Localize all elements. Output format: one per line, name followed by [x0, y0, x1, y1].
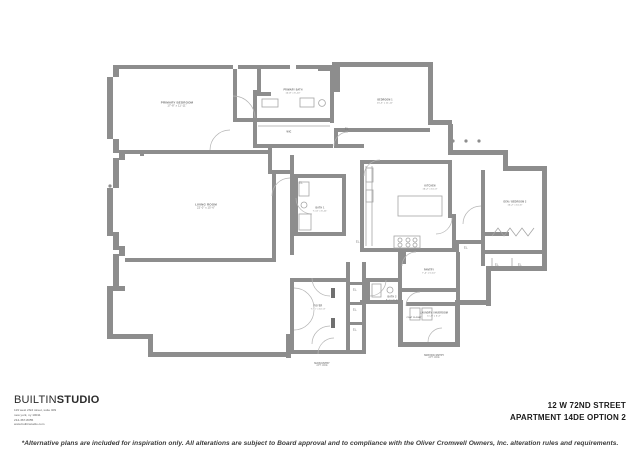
logo-name-bold: STUDIO [56, 394, 100, 406]
entry-apartment: APT 14DE [428, 356, 440, 359]
studio-logo-block: BUILTINSTUDIO 119 west 23rd street, suit… [14, 394, 100, 427]
website-url[interactable]: www.builtinstudio.com [14, 422, 45, 427]
studio-logo: BUILTINSTUDIO [14, 394, 100, 406]
address-line: 119 west 23rd street, suite 409 [14, 408, 57, 412]
entry-apartment: APT 14DE [316, 364, 328, 367]
entry-callout-main: MAIN ENTRY APT 14DE [314, 362, 329, 368]
plan-fixtures [108, 97, 535, 321]
title-block: 12 W 72ND STREET APARTMENT 14DE OPTION 2 [510, 400, 626, 423]
disclaimer-note: *Alternative plans are included for insp… [21, 440, 619, 447]
plan-svg [107, 62, 547, 358]
phone-number: 212-367-8055 [14, 417, 34, 422]
address-line: new york, ny 10011 [14, 412, 41, 417]
studio-address: 119 west 23rd street, suite 409 new york… [14, 408, 100, 427]
entry-label: SERVICE ENTRY [423, 354, 445, 357]
floor-plan-drawing: PRIMARY BEDROOM 17'-8" x 11'-11" PRIMARY… [107, 62, 547, 368]
entry-callout-service: SERVICE ENTRY APT 14DE [424, 354, 444, 360]
logo-name-light: BUILTIN [14, 394, 57, 406]
entry-label: MAIN ENTRY [314, 362, 330, 365]
plan-walls [107, 62, 547, 358]
project-address: 12 W 72ND STREET [547, 401, 626, 410]
project-apartment: APARTMENT 14DE OPTION 2 [509, 412, 626, 422]
